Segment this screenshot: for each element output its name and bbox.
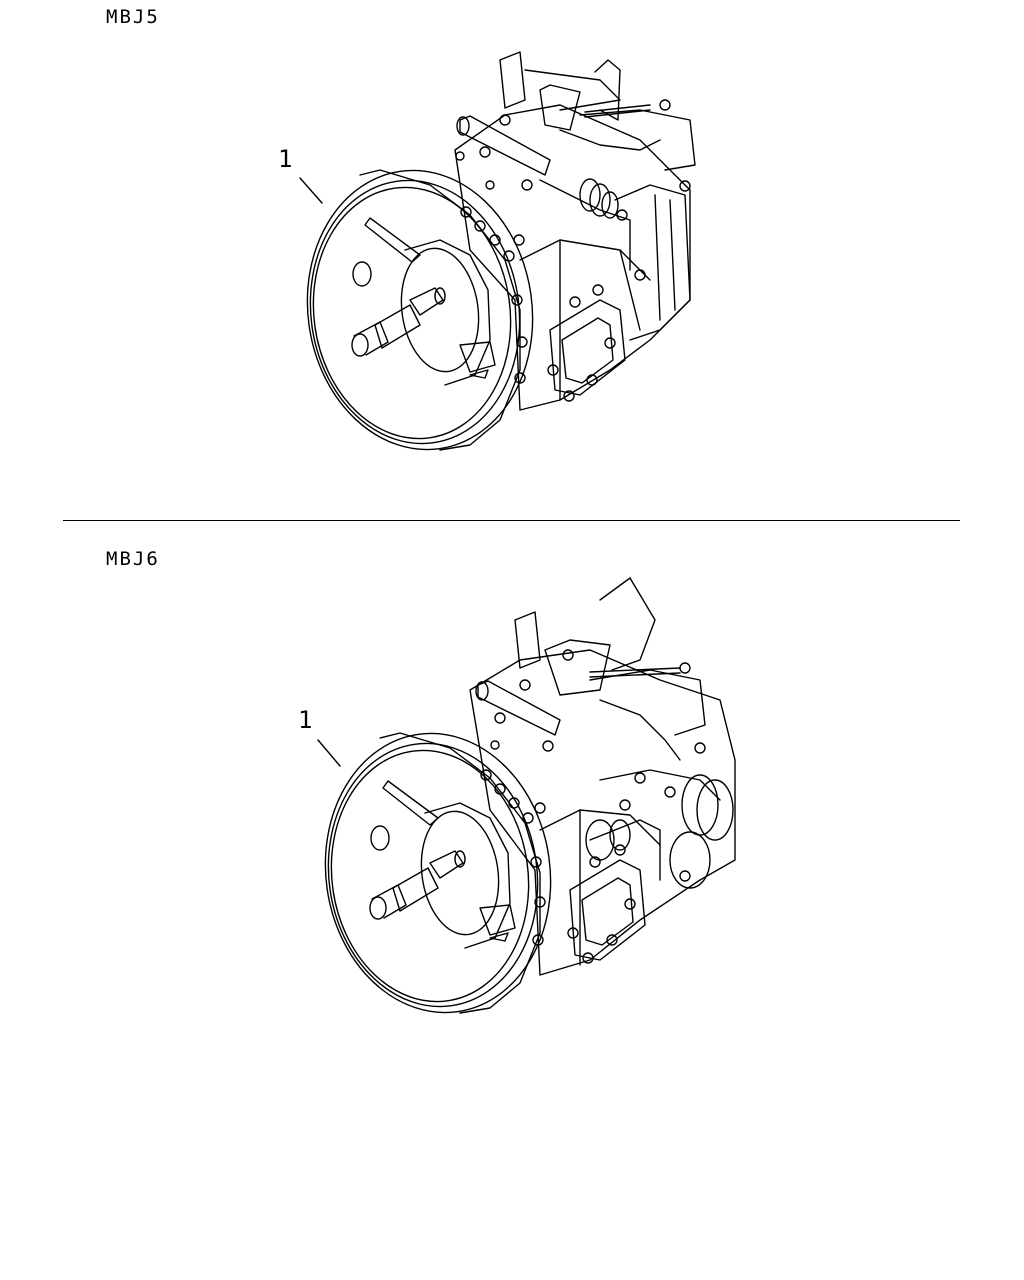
section-divider (63, 520, 960, 521)
gear-case-body-mbj6 (469, 649, 736, 976)
shift-rod-mbj6 (477, 680, 561, 736)
callout-number-top: 1 (278, 145, 293, 173)
transmission-mbj5-illustration (299, 51, 696, 451)
release-bearing-hub-mbj6 (420, 810, 500, 936)
top-bracket-right (594, 59, 621, 121)
release-bearing-hub (400, 247, 480, 373)
shift-rod (459, 115, 551, 176)
side-cover-plate-mbj6 (569, 859, 646, 961)
transmission-mbj6-illustration (317, 577, 736, 1014)
callout-number-bottom: 1 (298, 706, 313, 734)
leader-line-bottom (317, 739, 341, 767)
bellhousing-outer-rim-mbj6 (324, 732, 552, 1014)
gear-case-body (454, 104, 691, 411)
model-label-mbj6: MBJ6 (106, 548, 160, 570)
bellhousing-inner-rim (309, 179, 521, 445)
bellhousing-outer-rim (306, 169, 534, 451)
top-bracket-left-mbj6 (514, 611, 541, 669)
top-bracket-right-mbj6 (599, 577, 656, 671)
model-label-mbj5: MBJ5 (106, 6, 160, 28)
release-fork-shaft-mbj6 (382, 780, 439, 826)
input-shaft (374, 304, 421, 349)
release-fork-shaft (364, 217, 421, 263)
side-cover-plate (549, 299, 626, 396)
top-bracket-left (499, 51, 526, 109)
leader-line-top (299, 177, 323, 204)
inspection-hole (352, 261, 372, 287)
input-shaft-mbj6 (392, 867, 439, 912)
inspection-hole-mbj6 (370, 825, 390, 851)
